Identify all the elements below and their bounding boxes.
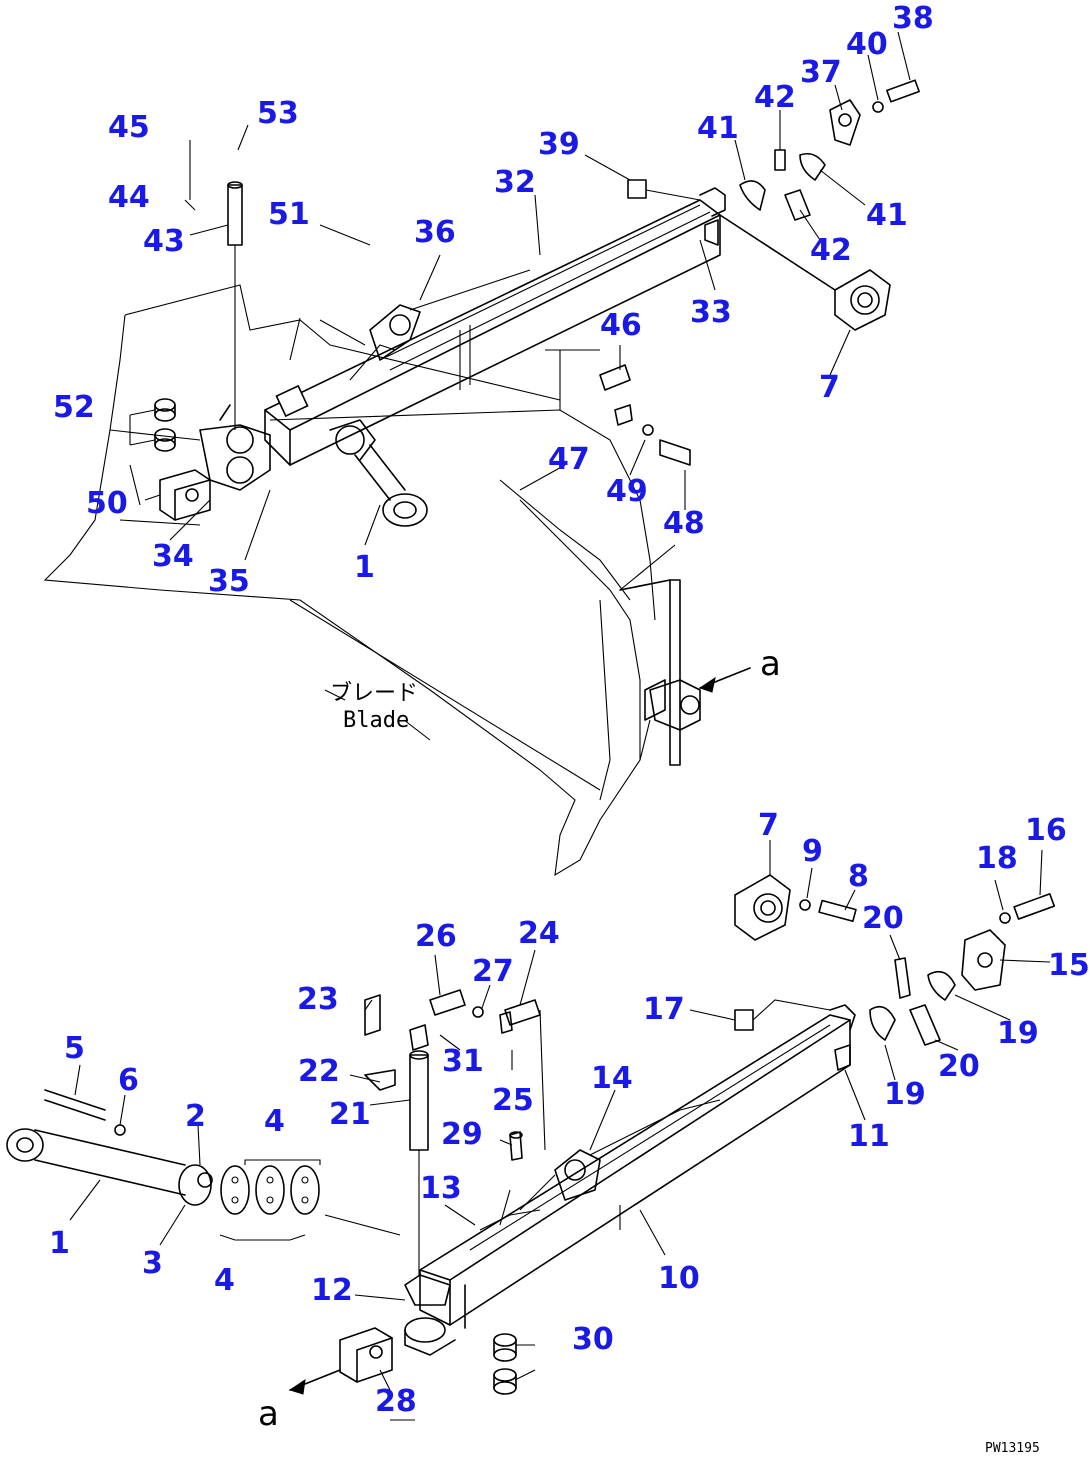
- top-pin-parts: [599, 364, 701, 766]
- top-leaders: [129, 31, 911, 741]
- callout-13: 13: [420, 1171, 462, 1206]
- callout-28: 28: [375, 1384, 417, 1419]
- callout-22: 22: [298, 1054, 340, 1089]
- callout-38: 38: [892, 1, 934, 36]
- blade-label-en: Blade: [343, 708, 409, 733]
- callout-5: 5: [64, 1031, 85, 1066]
- callout-20-top: 20: [862, 901, 904, 936]
- callout-15: 15: [1048, 948, 1090, 983]
- callout-1-bottom: 1: [49, 1226, 70, 1261]
- callout-42-lower: 42: [810, 233, 852, 268]
- callout-27: 27: [472, 954, 514, 989]
- callout-12: 12: [311, 1273, 353, 1308]
- callout-29: 29: [441, 1117, 483, 1152]
- callout-33: 33: [690, 295, 732, 330]
- callout-30: 30: [572, 1322, 614, 1357]
- top-right-parts: [627, 79, 920, 331]
- top-arm-part-1: [329, 419, 428, 527]
- callout-14: 14: [591, 1061, 633, 1096]
- bottom-arm-part-1: [6, 1089, 213, 1206]
- bottom-bushings: [339, 1327, 517, 1395]
- callout-23: 23: [297, 982, 339, 1017]
- callout-7-top: 7: [819, 370, 840, 405]
- callout-40: 40: [846, 27, 888, 62]
- top-left-joint: [199, 181, 271, 491]
- callout-4-bottom: 4: [214, 1263, 235, 1298]
- callout-53: 53: [257, 96, 299, 131]
- callout-36: 36: [414, 215, 456, 250]
- arrow-a-bottom: [288, 1369, 341, 1395]
- callout-41-top: 41: [697, 111, 739, 146]
- callout-45: 45: [108, 110, 150, 145]
- bottom-shims: [219, 1159, 401, 1241]
- callout-25: 25: [492, 1083, 534, 1118]
- callout-11: 11: [848, 1119, 890, 1154]
- callout-1-top: 1: [354, 550, 375, 585]
- top-frame: [264, 187, 726, 466]
- callout-47: 47: [548, 442, 590, 477]
- bottom-leaders: [69, 840, 1051, 1421]
- callout-18: 18: [976, 841, 1018, 876]
- bottom-pin-parts: [364, 989, 546, 1275]
- ref-a-bottom: a: [258, 1394, 279, 1434]
- drawing-code: PW13195: [985, 1441, 1040, 1456]
- callout-3: 3: [142, 1246, 163, 1281]
- callout-19-right: 19: [997, 1016, 1039, 1051]
- callout-17: 17: [643, 992, 685, 1027]
- callout-35: 35: [208, 564, 250, 599]
- callout-31: 31: [442, 1044, 484, 1079]
- callout-37: 37: [800, 55, 842, 90]
- callout-4-top: 4: [264, 1104, 285, 1139]
- top-bracket: [349, 269, 531, 381]
- callout-2: 2: [185, 1099, 206, 1134]
- callout-21: 21: [329, 1097, 371, 1132]
- blade-label-jp: ブレード: [330, 681, 418, 706]
- callout-41-right: 41: [866, 198, 908, 233]
- callout-42-top: 42: [754, 80, 796, 115]
- blade-outline: [43, 284, 656, 877]
- bottom-frame: [404, 1004, 856, 1356]
- callout-44: 44: [108, 180, 150, 215]
- callout-6: 6: [118, 1063, 139, 1098]
- callout-16: 16: [1025, 813, 1067, 848]
- callout-32: 32: [494, 165, 536, 200]
- callout-50: 50: [86, 486, 128, 521]
- callout-7-bottom: 7: [758, 808, 779, 843]
- callout-48: 48: [663, 506, 705, 541]
- bottom-bracket: [479, 1099, 721, 1231]
- callout-46: 46: [600, 308, 642, 343]
- callout-20-lower: 20: [938, 1049, 980, 1084]
- callout-8: 8: [848, 859, 869, 894]
- ref-a-top: a: [760, 644, 781, 684]
- callout-43: 43: [143, 224, 185, 259]
- arrow-a-top: [698, 667, 751, 693]
- callout-39: 39: [538, 127, 580, 162]
- callout-19-lower: 19: [884, 1077, 926, 1112]
- callout-24: 24: [518, 916, 560, 951]
- callout-49: 49: [606, 474, 648, 509]
- callout-52: 52: [53, 390, 95, 425]
- bottom-right-parts: [734, 874, 1056, 1046]
- callout-26: 26: [415, 919, 457, 954]
- top-bushings: [154, 398, 211, 521]
- callout-9: 9: [802, 834, 823, 869]
- callout-34: 34: [152, 539, 194, 574]
- callout-51: 51: [268, 197, 310, 232]
- callout-10: 10: [658, 1261, 700, 1296]
